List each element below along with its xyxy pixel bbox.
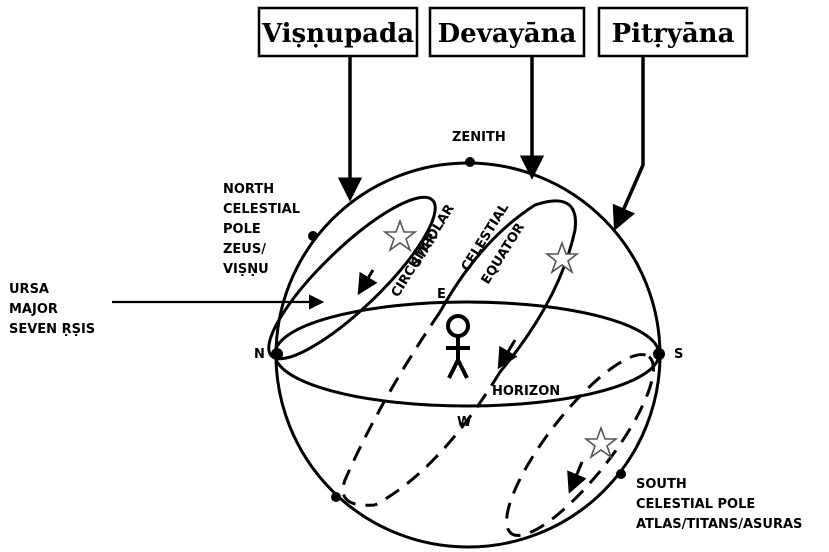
celestial-equator-back-dashed (343, 312, 440, 505)
north-label: N (254, 347, 265, 362)
devayana-box: Devayāna (430, 8, 584, 56)
vishnupada-label: Viṣṇupada (261, 19, 414, 49)
svg-text:ATLAS/TITANS/ASURAS: ATLAS/TITANS/ASURAS (636, 517, 802, 532)
devayana-label: Devayāna (438, 19, 577, 49)
south-point (653, 348, 665, 360)
svg-text:VIṢṆU: VIṢṆU (223, 262, 269, 277)
svg-text:SEVEN ṚṢIS: SEVEN ṚṢIS (9, 322, 95, 337)
svg-text:SOUTH: SOUTH (636, 477, 687, 492)
horizon-label: HORIZON (492, 384, 560, 399)
south-orbit-direction-arrow (572, 462, 582, 486)
south-star-icon (586, 428, 616, 457)
south-celestial-pole-label: SOUTH CELESTIAL POLE ATLAS/TITANS/ASURAS (636, 477, 802, 532)
svg-text:ZEUS/: ZEUS/ (223, 242, 266, 257)
horizon-ellipse (275, 302, 659, 406)
circumpolar-star-label: CIRCUMPOLAR STAR (389, 202, 458, 300)
svg-text:POLE: POLE (223, 222, 261, 237)
pitryana-arrow (618, 56, 643, 222)
pitryana-box: Pitṛyāna (599, 8, 747, 56)
celestial-sphere (276, 163, 660, 547)
zenith-label: ZENITH (452, 130, 506, 145)
equator-star-icon (547, 243, 577, 272)
north-celestial-pole-point (308, 231, 318, 241)
observer-figure-icon (446, 316, 470, 378)
north-celestial-pole-label: NORTH CELESTIAL POLE ZEUS/ VIṢṆU (223, 182, 300, 277)
svg-text:STAR: STAR (409, 231, 441, 271)
south-celestial-pole-point (616, 469, 626, 479)
equator-direction-arrow (502, 340, 515, 362)
circumpolar-star-icon (385, 221, 415, 250)
zenith-point (465, 157, 475, 167)
svg-text:MAJOR: MAJOR (9, 302, 58, 317)
south-label: S (674, 347, 683, 362)
east-label: E (437, 287, 446, 302)
pitryana-label: Pitṛyāna (612, 19, 735, 49)
celestial-equator-label: CELESTIAL EQUATOR (459, 201, 528, 287)
svg-text:URSA: URSA (9, 282, 49, 297)
svg-text:CELESTIAL: CELESTIAL (223, 202, 300, 217)
celestial-equator-lower-dashed (375, 372, 500, 505)
vishnupada-box: Viṣṇupada (259, 8, 417, 56)
circumpolar-direction-arrow (362, 270, 373, 288)
west-label: W (457, 415, 471, 430)
svg-text:NORTH: NORTH (223, 182, 274, 197)
ursa-major-label: URSA MAJOR SEVEN ṚṢIS (9, 282, 95, 337)
north-point (271, 348, 283, 360)
svg-text:CELESTIAL POLE: CELESTIAL POLE (636, 497, 755, 512)
nadir-point (331, 492, 341, 502)
